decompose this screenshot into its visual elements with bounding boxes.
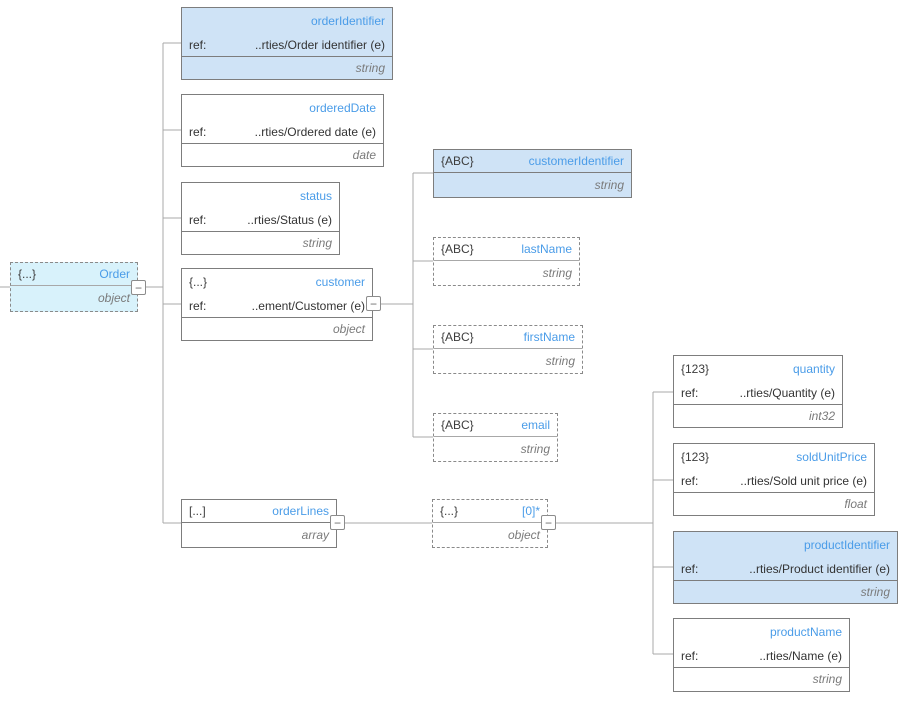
ref-label: ref: (189, 299, 207, 313)
node-type: float (844, 497, 867, 511)
collapse-button-customer[interactable]: − (366, 296, 381, 311)
collapse-button-array-item[interactable]: − (541, 515, 556, 530)
node-type: string (355, 61, 385, 75)
node-title: orderedDate (309, 101, 376, 115)
node-type: int32 (808, 409, 835, 423)
ref-value: ..rties/Status (e) (247, 213, 332, 227)
ref-value: ..rties/Quantity (e) (739, 386, 835, 400)
string-icon: {ABC} (441, 154, 474, 168)
node-email[interactable]: {ABC} email string (433, 413, 558, 462)
minus-icon: − (333, 515, 341, 530)
node-product-identifier[interactable]: productIdentifier ref: ..rties/Product i… (673, 531, 898, 604)
node-product-name[interactable]: productName ref: ..rties/Name (e) string (673, 618, 850, 692)
number-icon: {123} (681, 450, 710, 464)
ref-value: ..rties/Product identifier (e) (749, 562, 890, 576)
node-type: string (594, 178, 624, 192)
node-type: string (302, 236, 332, 250)
node-type: string (860, 585, 890, 599)
node-status[interactable]: status ref: ..rties/Status (e) string (181, 182, 340, 255)
node-title: productName (769, 625, 842, 639)
ref-label: ref: (189, 38, 207, 52)
ref-label: ref: (681, 386, 699, 400)
node-title: email (521, 418, 550, 432)
node-title: status (299, 189, 332, 203)
ref-value: ..rties/Order identifier (e) (254, 38, 385, 52)
node-customer-identifier[interactable]: {ABC} customerIdentifier string (433, 149, 632, 198)
ref-label: ref: (189, 213, 207, 227)
minus-icon: − (369, 296, 377, 311)
node-title: customer (315, 275, 365, 289)
node-title: Order (99, 267, 130, 281)
node-title: orderLines (272, 504, 329, 518)
node-order[interactable]: {...} Order object (10, 262, 138, 312)
node-title: lastName (521, 242, 572, 256)
minus-icon: − (134, 280, 142, 295)
string-icon: {ABC} (441, 418, 474, 432)
array-icon: [...] (189, 504, 206, 518)
collapse-button-order[interactable]: − (131, 280, 146, 295)
node-type: object (332, 322, 365, 336)
object-icon: {...} (440, 504, 459, 518)
node-title: [0]* (521, 504, 540, 518)
collapse-button-order-lines[interactable]: − (330, 515, 345, 530)
node-sold-unit-price[interactable]: {123} soldUnitPrice ref: ..rties/Sold un… (673, 443, 875, 516)
node-type: object (507, 528, 540, 542)
ref-value: ..rties/Sold unit price (e) (740, 474, 867, 488)
node-ordered-date[interactable]: orderedDate ref: ..rties/Ordered date (e… (181, 94, 384, 167)
node-first-name[interactable]: {ABC} firstName string (433, 325, 583, 374)
node-order-lines[interactable]: [...] orderLines array (181, 499, 337, 548)
node-title: quantity (792, 362, 835, 376)
node-type: date (352, 148, 376, 162)
node-last-name[interactable]: {ABC} lastName string (433, 237, 580, 286)
node-type: object (97, 291, 130, 305)
ref-label: ref: (681, 649, 699, 663)
node-type: string (545, 354, 575, 368)
object-icon: {...} (18, 267, 37, 281)
node-type: string (520, 442, 550, 456)
minus-icon: − (544, 515, 552, 530)
node-title: productIdentifier (803, 538, 890, 552)
ref-value: ..rties/Name (e) (759, 649, 842, 663)
ref-label: ref: (189, 125, 207, 139)
node-title: soldUnitPrice (796, 450, 867, 464)
number-icon: {123} (681, 362, 710, 376)
node-customer[interactable]: {...} customer ref: ..ement/Customer (e)… (181, 268, 373, 341)
node-type: string (812, 672, 842, 686)
node-title: customerIdentifier (528, 154, 624, 168)
ref-value: ..rties/Ordered date (e) (254, 125, 376, 139)
string-icon: {ABC} (441, 330, 474, 344)
node-array-item-0[interactable]: {...} [0]* object (432, 499, 548, 548)
node-title: orderIdentifier (310, 14, 385, 28)
node-type: string (542, 266, 572, 280)
node-type: array (301, 528, 329, 542)
ref-label: ref: (681, 562, 699, 576)
node-order-identifier[interactable]: orderIdentifier ref: ..rties/Order ident… (181, 7, 393, 80)
object-icon: {...} (189, 275, 208, 289)
string-icon: {ABC} (441, 242, 474, 256)
ref-label: ref: (681, 474, 699, 488)
node-title: firstName (523, 330, 575, 344)
ref-value: ..ement/Customer (e) (251, 299, 365, 313)
node-quantity[interactable]: {123} quantity ref: ..rties/Quantity (e)… (673, 355, 843, 428)
